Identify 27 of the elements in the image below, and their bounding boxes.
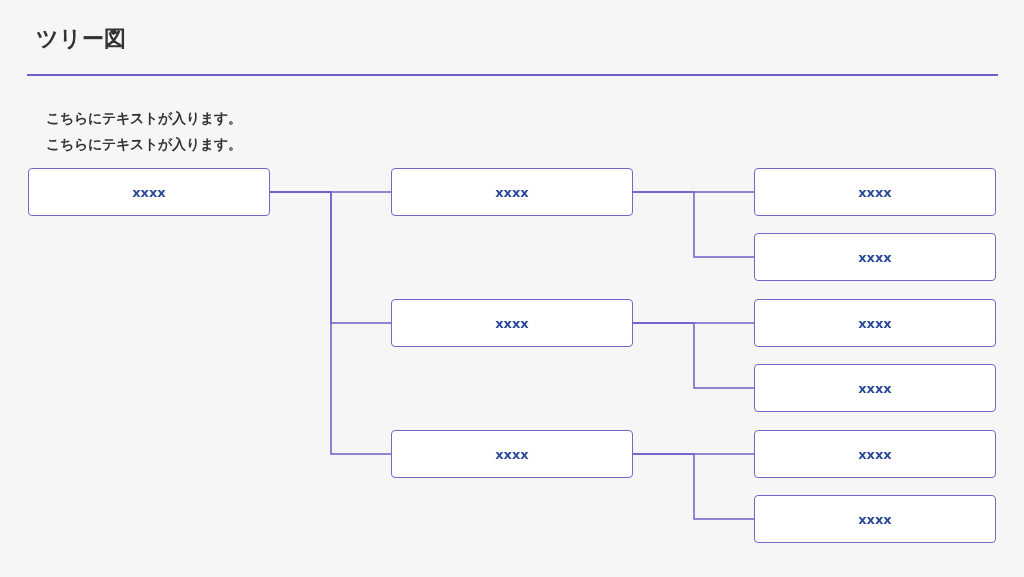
node-label: xxxx [858,249,892,265]
node-label: xxxx [858,511,892,527]
tree-node-box [754,299,996,347]
node-label: xxxx [495,315,529,331]
connector-line [632,453,755,520]
node-label: xxxx [858,315,892,331]
tree-node-box [391,168,633,216]
node-label: xxxx [858,446,892,462]
tree-node-box [754,430,996,478]
tree-node-box [754,364,996,412]
tree-node-box [754,168,996,216]
node-label: xxxx [132,184,166,200]
tree-node-box [28,168,270,216]
node-label: xxxx [858,184,892,200]
note-text: こちらにテキストが入ります。 [46,110,242,128]
node-label: xxxx [495,184,529,200]
tree-node-box [754,233,996,281]
node-label: xxxx [858,380,892,396]
connector-line [632,191,755,258]
connector-line [269,191,392,455]
note-text: こちらにテキストが入ります。 [46,136,242,154]
diagram-title: ツリー図 [36,25,126,53]
tree-node-box [754,495,996,543]
node-label: xxxx [495,446,529,462]
tree-node-box [391,430,633,478]
tree-node-box [391,299,633,347]
connector-line [632,322,755,389]
